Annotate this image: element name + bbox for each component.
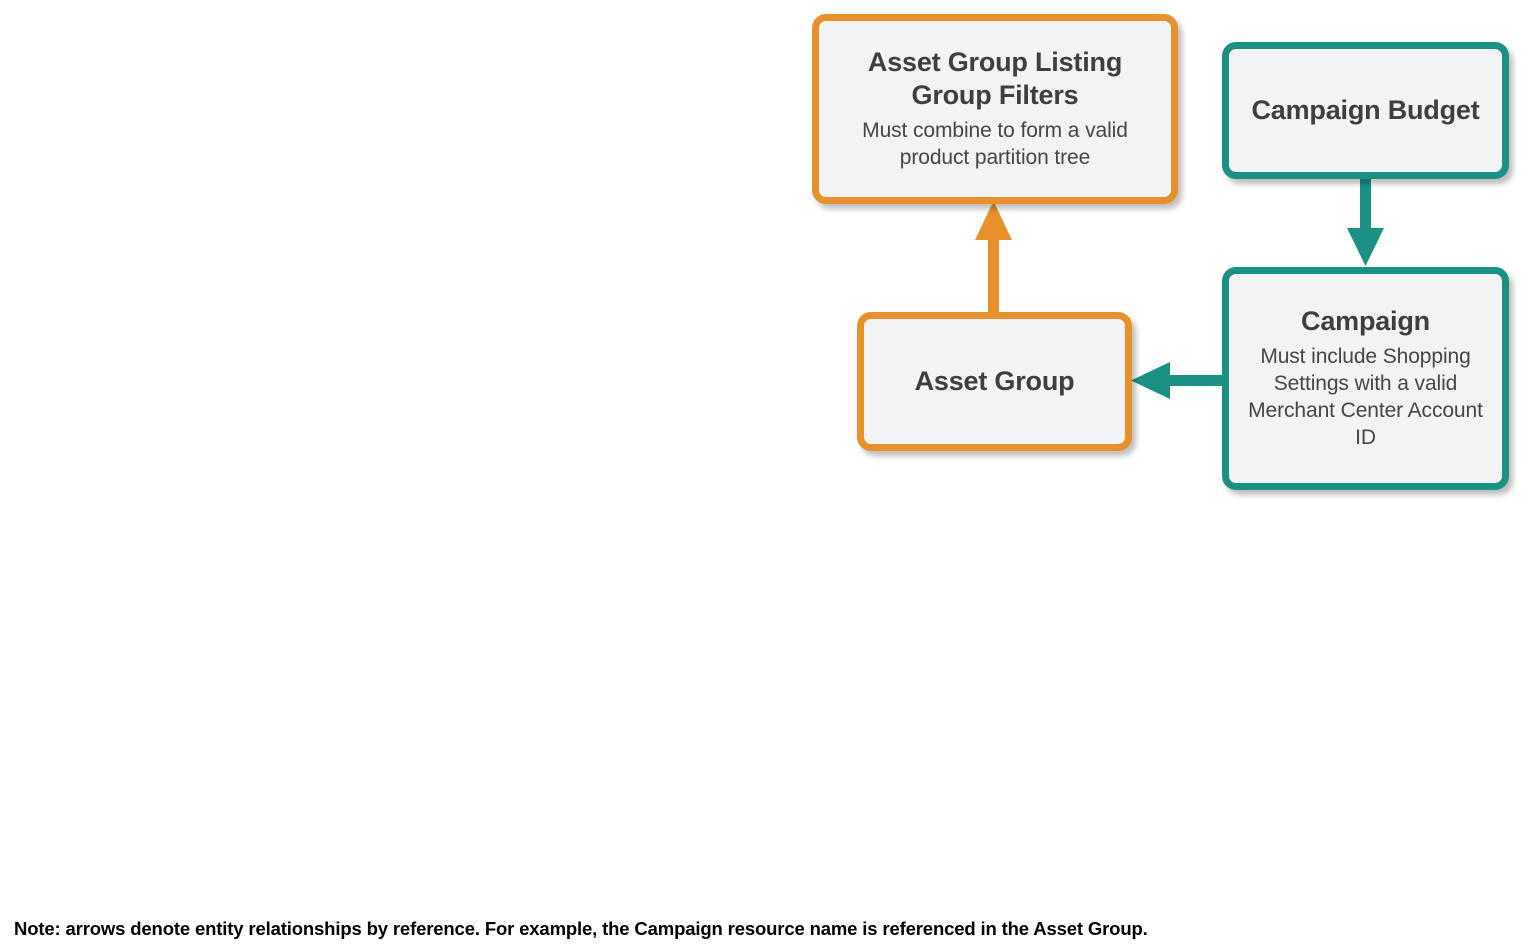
arrow-asset-group-to-listing-group-filters xyxy=(975,201,1012,316)
node-description: Must combine to form a valid product par… xyxy=(862,119,1128,169)
node-title: Campaign xyxy=(1301,306,1430,337)
node-title: Asset Group Listing Group Filters xyxy=(867,47,1123,110)
node-asset-group-listing-group-filters[interactable]: Asset Group Listing Group Filters Must c… xyxy=(812,14,1178,204)
node-title: Asset Group xyxy=(914,366,1075,397)
node-title: Campaign Budget xyxy=(1251,95,1480,126)
node-campaign-budget[interactable]: Campaign Budget xyxy=(1222,42,1509,179)
node-description: Must include Shopping Settings with a va… xyxy=(1248,345,1483,450)
diagram-footnote: Note: arrows denote entity relationships… xyxy=(14,918,1148,939)
node-campaign[interactable]: Campaign Must include Shopping Settings … xyxy=(1222,267,1509,490)
arrow-campaign-to-asset-group xyxy=(1131,362,1227,399)
node-asset-group[interactable]: Asset Group xyxy=(857,312,1132,451)
arrow-campaign-budget-to-campaign xyxy=(1347,176,1384,266)
